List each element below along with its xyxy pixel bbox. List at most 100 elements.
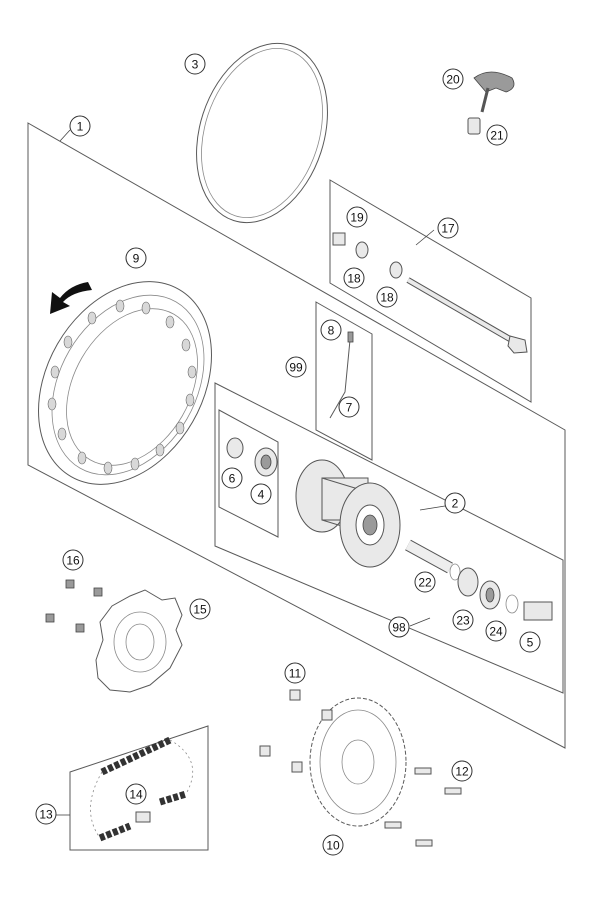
callout-circle xyxy=(414,571,436,593)
callout-circle xyxy=(284,662,306,684)
callout-18a: 18 xyxy=(343,267,365,289)
callout-circle xyxy=(221,467,243,489)
callout-label: 17 xyxy=(441,222,455,236)
callout-98: 98 xyxy=(388,616,410,638)
callout-label: 18 xyxy=(380,291,394,305)
callout-circle xyxy=(442,68,464,90)
callout-10: 10 xyxy=(322,834,344,856)
leader-lines xyxy=(55,129,446,816)
callout-9: 9 xyxy=(125,247,147,269)
callout-circle xyxy=(343,267,365,289)
callout-circle xyxy=(444,492,466,514)
callout-circle xyxy=(485,620,507,642)
callout-circle xyxy=(62,549,84,571)
callout-circle xyxy=(451,760,473,782)
rotation-arrow-icon xyxy=(50,282,92,314)
callout-label: 21 xyxy=(490,129,504,143)
callout-circle xyxy=(320,319,342,341)
callout-circle xyxy=(376,286,398,308)
callout-15: 15 xyxy=(189,598,211,620)
bearing-parts xyxy=(226,437,278,477)
callout-16: 16 xyxy=(62,549,84,571)
sprocket xyxy=(309,697,407,827)
callout-label: 5 xyxy=(527,636,534,650)
callout-label: 13 xyxy=(39,808,53,822)
callout-circle xyxy=(519,631,541,653)
callout-label: 6 xyxy=(229,472,236,486)
callout-label: 20 xyxy=(446,73,460,87)
panel-spoke xyxy=(315,301,373,461)
callout-label: 14 xyxy=(129,788,143,802)
callout-label: 4 xyxy=(258,488,265,502)
hub xyxy=(295,459,401,568)
hub-right-parts xyxy=(405,539,553,621)
callout-label: 11 xyxy=(289,667,302,681)
callout-label: 98 xyxy=(392,621,406,635)
callout-1: 1 xyxy=(69,115,91,137)
callout-17: 17 xyxy=(437,217,459,239)
callout-label: 8 xyxy=(328,324,335,338)
callout-label: 99 xyxy=(289,361,303,375)
callout-label: 7 xyxy=(346,401,353,415)
sprocket-bolts xyxy=(384,767,462,847)
callout-20: 20 xyxy=(442,68,464,90)
callout-label: 22 xyxy=(418,576,432,590)
callout-label: 23 xyxy=(456,614,470,628)
callouts: 1234567891011121314151617181819202122232… xyxy=(35,53,541,856)
panel-wheel-assembly xyxy=(27,122,566,749)
callout-3: 3 xyxy=(184,53,206,75)
callout-12: 12 xyxy=(451,760,473,782)
callout-24: 24 xyxy=(485,620,507,642)
callout-22: 22 xyxy=(414,571,436,593)
callout-circle xyxy=(452,609,474,631)
callout-circle xyxy=(125,783,147,805)
sprocket-nuts xyxy=(259,689,333,773)
callout-5: 5 xyxy=(519,631,541,653)
callout-circle xyxy=(388,616,410,638)
callout-circle xyxy=(338,396,360,418)
callout-circle xyxy=(322,834,344,856)
panel-bearings xyxy=(218,409,279,538)
callout-99: 99 xyxy=(285,356,307,378)
callout-6: 6 xyxy=(221,467,243,489)
brake-disc xyxy=(95,589,183,693)
spoke-parts xyxy=(329,331,354,419)
callout-label: 19 xyxy=(350,211,364,225)
rim xyxy=(38,281,212,485)
callout-8: 8 xyxy=(320,319,342,341)
tire xyxy=(196,42,328,224)
callout-circle xyxy=(35,803,57,825)
callout-circle xyxy=(125,247,147,269)
callout-21: 21 xyxy=(486,124,508,146)
callout-circle xyxy=(69,115,91,137)
callout-circle xyxy=(285,356,307,378)
callout-11: 11 xyxy=(284,662,306,684)
disc-bolts xyxy=(45,579,103,633)
callout-label: 2 xyxy=(452,497,459,511)
chain xyxy=(90,736,194,842)
callout-2: 2 xyxy=(444,492,466,514)
callout-13: 13 xyxy=(35,803,57,825)
tool-parts xyxy=(467,71,515,135)
panel-axle xyxy=(329,179,532,403)
callout-23: 23 xyxy=(452,609,474,631)
callout-18b: 18 xyxy=(376,286,398,308)
callout-label: 9 xyxy=(133,252,140,266)
callout-label: 24 xyxy=(489,625,503,639)
callout-label: 12 xyxy=(455,765,469,779)
callout-label: 16 xyxy=(66,554,80,568)
callout-4: 4 xyxy=(250,483,272,505)
callout-circle xyxy=(437,217,459,239)
callout-label: 15 xyxy=(193,603,207,617)
callout-circle xyxy=(250,483,272,505)
callout-7: 7 xyxy=(338,396,360,418)
callout-circle xyxy=(486,124,508,146)
callout-circle xyxy=(184,53,206,75)
callout-14: 14 xyxy=(125,783,147,805)
callout-circle xyxy=(189,598,211,620)
callout-label: 10 xyxy=(326,839,340,853)
callout-circle xyxy=(346,206,368,228)
callout-19: 19 xyxy=(346,206,368,228)
